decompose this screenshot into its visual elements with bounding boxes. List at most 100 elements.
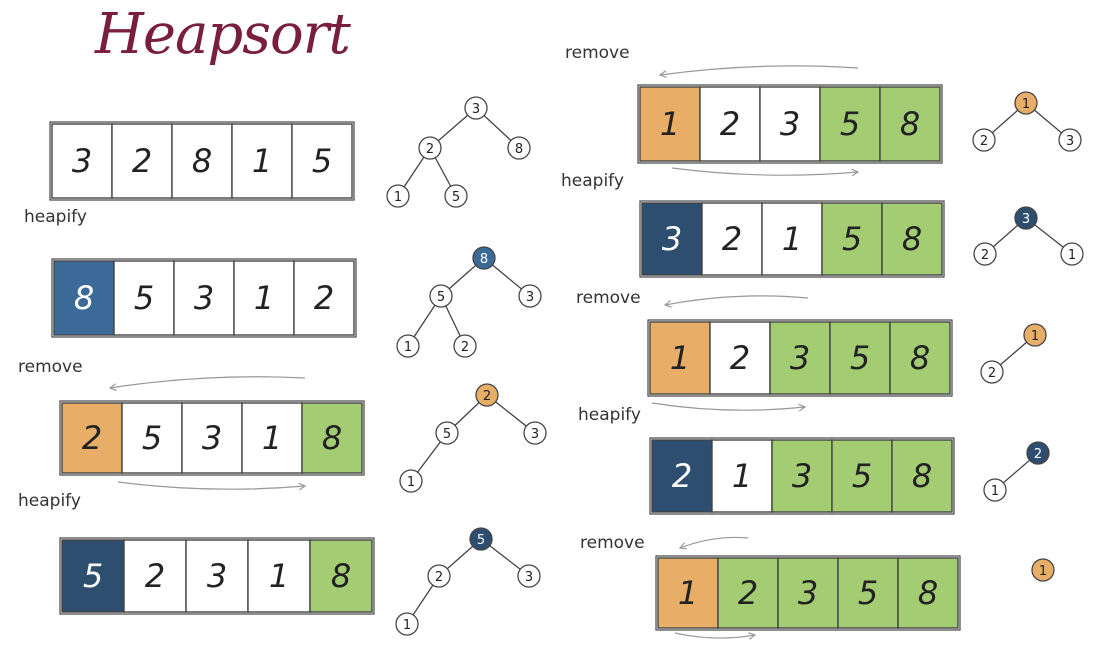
tree-node-3-0 xyxy=(469,527,493,551)
tree-node-0-2 xyxy=(507,136,531,160)
tree-node-value-5-0: 3 xyxy=(1022,212,1030,227)
array-cell-6-4 xyxy=(889,321,951,395)
array-value-7-3: 5 xyxy=(852,457,872,495)
tree-node-value-2-2: 3 xyxy=(531,427,539,442)
tree-node-value-2-3: 1 xyxy=(407,475,415,490)
tree-node-7-1 xyxy=(983,478,1007,502)
array-value-2-3: 1 xyxy=(262,419,282,457)
step-label-2: remove xyxy=(18,357,83,377)
step-label-1: heapify xyxy=(24,207,87,227)
array-value-7-0: 2 xyxy=(672,457,692,495)
array-value-0-0: 3 xyxy=(72,142,92,180)
array-cell-2-2 xyxy=(181,402,243,474)
array-cell-3-1 xyxy=(123,539,187,613)
tree-node-value-0-1: 2 xyxy=(426,142,434,157)
tree-node-2-2 xyxy=(523,421,547,445)
tree-node-value-1-3: 1 xyxy=(404,340,412,355)
array-value-3-1: 2 xyxy=(145,557,165,595)
swap-arrow-1 xyxy=(117,481,306,490)
tree-node-3-1 xyxy=(427,564,451,588)
swap-arrow-3 xyxy=(671,167,859,176)
tree-node-value-1-0: 8 xyxy=(480,252,488,267)
array-value-5-1: 2 xyxy=(722,220,742,258)
array-cell-8-2 xyxy=(777,557,839,629)
array-value-4-1: 2 xyxy=(720,105,740,143)
swap-arrow-7 xyxy=(674,632,756,639)
tree-node-value-3-3: 1 xyxy=(403,618,411,633)
tree-node-value-7-0: 2 xyxy=(1034,447,1042,462)
tree-node-value-4-1: 2 xyxy=(980,134,988,149)
array-cell-2-4 xyxy=(301,402,363,474)
array-value-3-0: 5 xyxy=(83,557,103,595)
tree-node-1-1 xyxy=(429,284,453,308)
swap-arrow-2 xyxy=(659,65,859,76)
array-value-6-1: 2 xyxy=(730,339,750,377)
tree-node-value-4-2: 3 xyxy=(1066,134,1074,149)
tree-node-value-3-1: 2 xyxy=(435,570,443,585)
array-cell-2-0 xyxy=(61,402,123,474)
tree-node-7-0 xyxy=(1026,441,1050,465)
tree-node-value-1-1: 5 xyxy=(437,290,445,305)
array-value-8-3: 5 xyxy=(858,574,878,612)
tree-node-4-2 xyxy=(1058,128,1082,152)
array-cell-4-4 xyxy=(879,86,941,162)
tree-node-3-2 xyxy=(517,564,541,588)
tree-node-value-8-0: 1 xyxy=(1039,564,1047,579)
tree-node-0-3 xyxy=(386,184,410,208)
array-cell-0-3 xyxy=(231,123,293,199)
tree-node-2-0 xyxy=(475,383,499,407)
array-cell-3-2 xyxy=(185,539,249,613)
array-cell-6-0 xyxy=(649,321,711,395)
array-value-3-3: 1 xyxy=(269,557,289,595)
array-cell-8-4 xyxy=(897,557,959,629)
array-cell-8-0 xyxy=(657,557,719,629)
tree-node-4-0 xyxy=(1014,91,1038,115)
array-frame-7 xyxy=(649,437,955,515)
tree-node-value-6-1: 2 xyxy=(988,366,996,381)
array-frame-3 xyxy=(59,537,375,615)
array-frame-5 xyxy=(639,200,945,278)
tree-node-value-3-0: 5 xyxy=(477,533,485,548)
array-value-6-0: 1 xyxy=(670,339,690,377)
array-value-0-2: 8 xyxy=(192,142,212,180)
swap-arrowhead-1 xyxy=(298,482,307,491)
tree-node-value-1-4: 2 xyxy=(461,340,469,355)
tree-node-value-5-1: 2 xyxy=(981,248,989,263)
array-value-7-2: 3 xyxy=(792,457,812,495)
array-cell-4-2 xyxy=(759,86,821,162)
tree-node-1-3 xyxy=(396,334,420,358)
swap-arrow-0 xyxy=(109,376,306,389)
step-label-3: heapify xyxy=(18,491,81,511)
array-cell-5-0 xyxy=(641,202,703,276)
array-value-1-3: 1 xyxy=(254,279,274,317)
array-cell-0-1 xyxy=(111,123,173,199)
array-value-3-4: 8 xyxy=(331,557,351,595)
tree-node-value-7-1: 1 xyxy=(991,484,999,499)
array-value-2-4: 8 xyxy=(322,419,342,457)
tree-node-value-2-0: 2 xyxy=(483,389,491,404)
tree-node-value-0-0: 3 xyxy=(472,102,480,117)
array-value-1-2: 3 xyxy=(194,279,214,317)
array-cell-7-2 xyxy=(771,439,833,513)
tree-node-0-1 xyxy=(418,136,442,160)
array-frame-6 xyxy=(647,319,953,397)
array-value-8-0: 1 xyxy=(678,574,698,612)
array-value-6-3: 5 xyxy=(850,339,870,377)
array-cell-7-4 xyxy=(891,439,953,513)
tree-node-value-1-2: 3 xyxy=(526,290,534,305)
tree-node-1-0 xyxy=(472,246,496,270)
array-cell-8-1 xyxy=(717,557,779,629)
array-value-7-1: 1 xyxy=(732,457,752,495)
step-label-6: remove xyxy=(576,288,641,308)
step-label-4: remove xyxy=(565,43,630,63)
tree-node-value-6-0: 1 xyxy=(1031,329,1039,344)
array-cell-1-1 xyxy=(113,260,175,336)
tree-node-6-0 xyxy=(1023,323,1047,347)
array-frame-1 xyxy=(51,258,357,338)
array-cell-2-3 xyxy=(241,402,303,474)
array-frame-4 xyxy=(637,84,943,164)
array-cell-3-0 xyxy=(61,539,125,613)
tree-node-0-4 xyxy=(444,184,468,208)
tree-node-5-1 xyxy=(973,242,997,266)
tree-node-value-2-1: 5 xyxy=(443,427,451,442)
